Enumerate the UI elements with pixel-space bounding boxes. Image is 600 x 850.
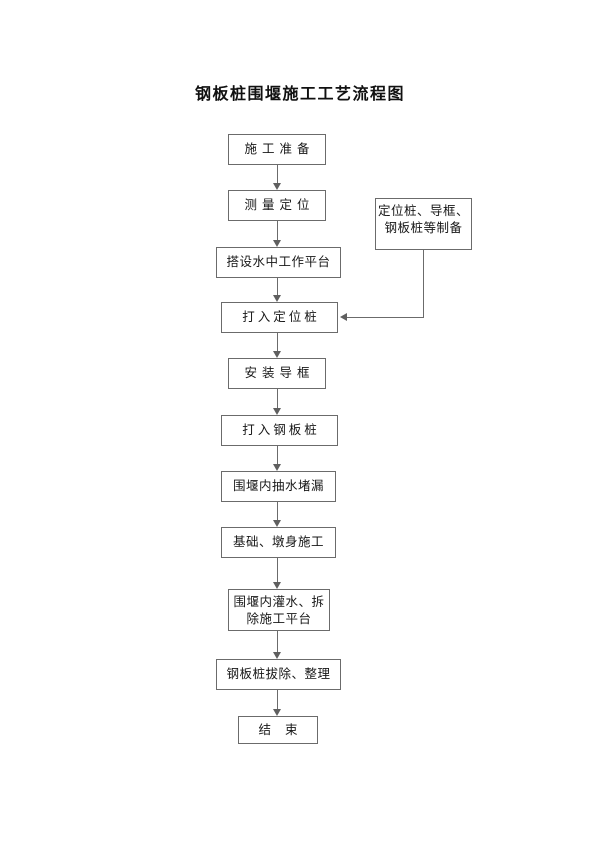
flow-node-material-preparation[interactable]: 定位桩、导框、 钢板桩等制备 (375, 198, 472, 250)
connector-n4-n5-line (277, 333, 278, 351)
connector-s1-n4-horizontal (347, 317, 424, 318)
flow-node-label: 打入钢板桩 (242, 423, 320, 437)
connector-n10-n11-line (277, 690, 278, 709)
flow-node-install-guide-frame[interactable]: 安装导框 (228, 358, 326, 389)
flow-node-label: 钢板桩拔除、整理 (226, 667, 331, 681)
flow-node-foundation-and-pier-construction[interactable]: 基础、墩身施工 (221, 527, 336, 558)
flow-node-survey-positioning[interactable]: 测量定位 (228, 190, 326, 221)
connector-n3-n4-line (277, 278, 278, 295)
flow-node-label: 搭设水中工作平台 (226, 255, 331, 269)
flow-node-end[interactable]: 结束 (238, 716, 318, 744)
flow-node-label-line-1: 围堰内灌水、拆 (233, 595, 325, 609)
flow-node-label: 围堰内抽水堵漏 (232, 479, 324, 493)
flow-node-extract-and-sort-sheet-piles[interactable]: 钢板桩拔除、整理 (216, 659, 341, 690)
flow-node-build-water-platform[interactable]: 搭设水中工作平台 (216, 247, 341, 278)
flow-node-label-line-1: 定位桩、导框、 (377, 204, 469, 218)
flow-node-drive-positioning-piles[interactable]: 打入定位桩 (221, 302, 338, 333)
connector-s1-n4-arrow-icon (340, 313, 347, 321)
connector-n6-n7-line (277, 446, 278, 464)
connector-n3-n4-arrow-icon (273, 295, 281, 302)
connector-n6-n7-arrow-icon (273, 464, 281, 471)
flow-node-construction-preparation[interactable]: 施工准备 (228, 134, 326, 165)
flow-node-label: 基础、墩身施工 (232, 535, 324, 549)
flow-node-label-line-2: 除施工平台 (246, 612, 312, 626)
connector-n7-n8-line (277, 502, 278, 520)
connector-n8-n9-line (277, 558, 278, 582)
connector-n8-n9-arrow-icon (273, 582, 281, 589)
connector-n5-n6-line (277, 389, 278, 408)
connector-n2-n3-arrow-icon (273, 240, 281, 247)
flow-node-dewater-and-seal-cofferdam[interactable]: 围堰内抽水堵漏 (221, 471, 336, 502)
flow-node-label: 安装导框 (244, 366, 315, 380)
connector-n9-n10-line (277, 631, 278, 652)
connector-n1-n2-line (277, 165, 278, 183)
flow-node-label: 施工准备 (244, 142, 315, 156)
flow-node-drive-sheet-piles[interactable]: 打入钢板桩 (221, 415, 338, 446)
connector-n5-n6-arrow-icon (273, 408, 281, 415)
connector-n1-n2-arrow-icon (273, 183, 281, 190)
flow-node-label: 结束 (258, 722, 312, 737)
page-title: 钢板桩围堰施工工艺流程图 (194, 86, 405, 103)
flow-node-label: 打入定位桩 (242, 310, 320, 324)
connector-n2-n3-line (277, 221, 278, 240)
connector-n7-n8-arrow-icon (273, 520, 281, 527)
flow-node-label-line-2: 钢板桩等制备 (384, 221, 463, 235)
connector-n9-n10-arrow-icon (273, 652, 281, 659)
connector-n10-n11-arrow-icon (273, 709, 281, 716)
connector-s1-n4-vertical (423, 250, 424, 318)
flow-node-flood-cofferdam-remove-platform[interactable]: 围堰内灌水、拆 除施工平台 (228, 589, 330, 631)
flow-node-label: 测量定位 (244, 198, 315, 212)
connector-n4-n5-arrow-icon (273, 351, 281, 358)
